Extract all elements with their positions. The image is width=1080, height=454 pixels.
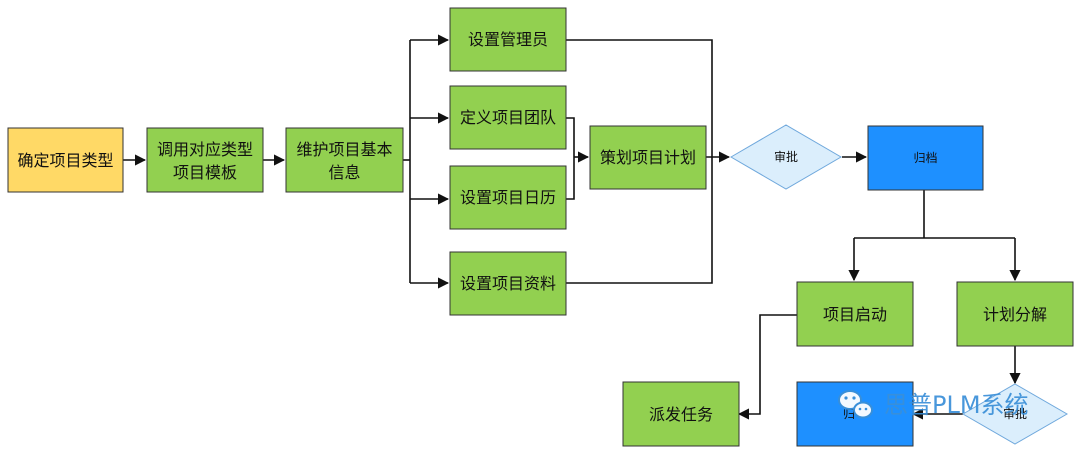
node-label: 审批 (774, 149, 798, 164)
node-label: 设置项目日历 (460, 188, 556, 207)
node-box (956, 281, 1074, 347)
node-label: 归档 (913, 151, 937, 165)
node-label: 策划项目计划 (600, 148, 696, 167)
node-project-start: 项目启动 (796, 281, 914, 347)
edge-admin-materials-bypass (566, 39, 713, 284)
node-confirm-type: 确定项目类型 (7, 127, 124, 193)
decision-diamond (730, 124, 842, 190)
node-box (7, 127, 124, 193)
node-approve-2: 审批 (961, 383, 1069, 445)
watermark: 思普PLM系统 (838, 390, 1029, 419)
node-dispatch-task: 派发任务 (622, 381, 740, 447)
node-set-materials: 设置项目资料 (449, 251, 567, 316)
node-label: 设置管理员 (468, 30, 548, 49)
node-box (622, 381, 740, 447)
node-label: 审批 (1003, 406, 1027, 421)
node-label: 派发任务 (649, 405, 713, 424)
node-approve-1: 审批 (730, 124, 842, 190)
node-label-line-1: 维护项目基本 (296, 140, 392, 159)
node-label: 确定项目类型 (17, 151, 113, 170)
node-label: 计划分解 (983, 305, 1047, 324)
node-set-admin: 设置管理员 (449, 7, 567, 72)
edges (123, 34, 1021, 420)
node-set-calendar: 设置项目日历 (449, 165, 567, 230)
edge-start-to-dispatch (737, 314, 797, 420)
node-label-line-1: 调用对应类型 (157, 140, 253, 159)
node-box (449, 85, 567, 150)
node-box (449, 251, 567, 316)
node-label-line-2: 项目模板 (173, 163, 237, 182)
edge-team-calendar-merge (566, 117, 575, 200)
node-label: 设置项目资料 (460, 274, 556, 293)
node-maintain-info: 维护项目基本 信息 (285, 127, 404, 193)
node-box (449, 7, 567, 72)
node-label: 定义项目团队 (460, 108, 556, 127)
node-box (146, 127, 264, 193)
watermark-text: 思普PLM系统 (884, 391, 1029, 419)
wechat-icon (838, 390, 873, 419)
decision-diamond (961, 383, 1069, 445)
node-box (589, 125, 707, 190)
node-box (867, 125, 984, 191)
node-define-team: 定义项目团队 (449, 85, 567, 150)
node-plan-decompose: 计划分解 (956, 281, 1074, 347)
node-box (796, 281, 914, 347)
node-call-template: 调用对应类型 项目模板 (146, 127, 264, 193)
node-label: 项目启动 (823, 305, 887, 324)
node-label-line-2: 信息 (328, 163, 360, 182)
node-plan-project: 策划项目计划 (589, 125, 707, 190)
node-box (285, 127, 404, 193)
node-label: 归 (843, 407, 855, 421)
node-archive-1: 归档 (867, 125, 984, 191)
node-box (449, 165, 567, 230)
